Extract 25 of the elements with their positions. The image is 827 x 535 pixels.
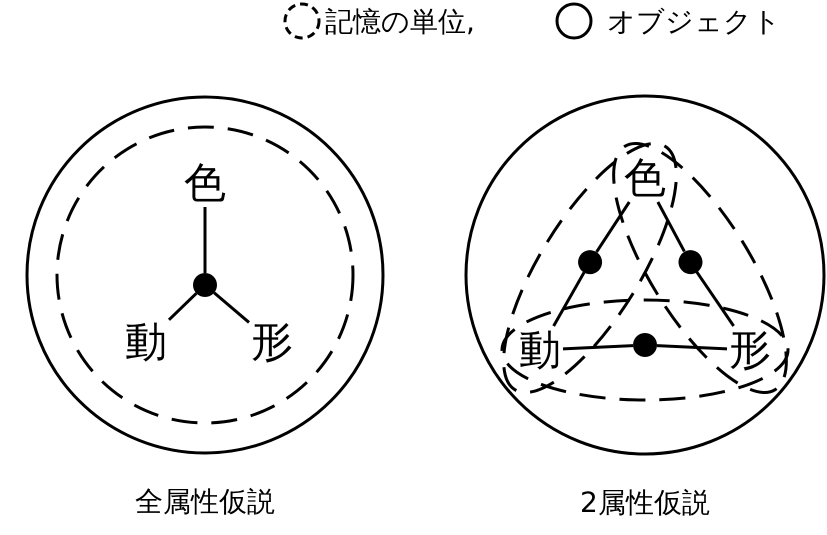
connector-line bbox=[168, 292, 198, 321]
connector-line bbox=[696, 271, 735, 327]
connector-line bbox=[213, 292, 250, 324]
node-label: 2属性仮説 bbox=[580, 485, 710, 521]
attribute-label: 色 bbox=[622, 154, 668, 202]
attribute-label: 形 bbox=[249, 318, 295, 366]
attribute-label: 動 bbox=[123, 318, 169, 366]
node-dot bbox=[193, 273, 217, 297]
connector-line bbox=[595, 201, 631, 253]
node-label: 全属性仮説 bbox=[135, 484, 275, 520]
node-dot bbox=[633, 333, 657, 357]
legend-text: オブジェクト bbox=[607, 4, 781, 40]
legend-text: 記憶の単位, bbox=[325, 4, 475, 40]
connector-line bbox=[656, 201, 686, 252]
attribute-label: 形 bbox=[727, 326, 773, 374]
connector-line bbox=[562, 344, 634, 350]
memory-unit-ellipse bbox=[500, 298, 790, 402]
attribute-label: 動 bbox=[517, 326, 563, 374]
connector-line bbox=[552, 272, 586, 327]
object-circle bbox=[25, 95, 385, 455]
attribute-label: 色 bbox=[182, 159, 228, 207]
connector-line bbox=[204, 207, 206, 273]
object-circle bbox=[464, 94, 826, 456]
memory-unit-circle bbox=[55, 125, 355, 425]
connector-line bbox=[656, 344, 728, 350]
